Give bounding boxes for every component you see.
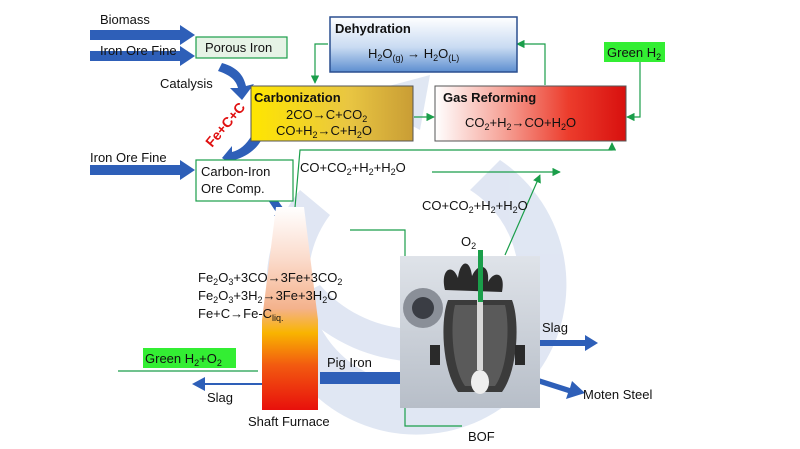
fe-c-c-curve-arrow bbox=[222, 135, 262, 166]
dehydration-equation: H2O(g) → H2O(L) bbox=[368, 46, 459, 63]
gas-reforming-title: Gas Reforming bbox=[443, 90, 536, 105]
iron-ore-fine-top-arrow bbox=[90, 46, 195, 66]
iron-ore-fine-mid-label: Iron Ore Fine bbox=[90, 150, 167, 165]
gas-to-dehydration-line bbox=[516, 39, 546, 85]
slag-left-label: Slag bbox=[207, 390, 233, 405]
furnace-eq1: Fe2O3+3CO→3Fe+3CO2 bbox=[198, 270, 342, 287]
porous-iron-box bbox=[195, 36, 288, 59]
fe-c-c-label: Fe+C+C bbox=[202, 99, 248, 150]
catalysis-curve-arrow bbox=[218, 63, 254, 100]
dehydration-title: Dehydration bbox=[335, 21, 411, 36]
pig-iron-arrow bbox=[320, 364, 458, 392]
shaft-furnace-body bbox=[262, 207, 318, 410]
furnace-offgas-line bbox=[291, 142, 617, 243]
gas-mix-label-1: CO+CO2+H2+H2O bbox=[300, 160, 406, 177]
carbon-iron-box bbox=[195, 159, 294, 202]
gas-reforming-eq: CO2+H2→CO+H2O bbox=[465, 115, 576, 132]
carbonization-eq2: CO+H2→C+H2O bbox=[276, 123, 372, 140]
green-h2-top-bg bbox=[604, 42, 665, 62]
o2-label: O2 bbox=[461, 234, 476, 251]
furnace-eq2: Fe2O3+3H2→3Fe+3H2O bbox=[198, 288, 337, 305]
dehydration-to-carbonization-line bbox=[310, 43, 328, 84]
iron-ore-fine-top-label: Iron Ore Fine bbox=[100, 43, 177, 58]
gas-reforming-box bbox=[434, 85, 627, 142]
moten-steel-label: Moten Steel bbox=[583, 387, 652, 402]
biomass-arrow bbox=[90, 25, 195, 45]
green-h2-to-gas-line bbox=[626, 62, 641, 122]
green-h2-bottom-label: Green H2+O2 bbox=[145, 351, 222, 368]
catalysis-label: Catalysis bbox=[160, 76, 213, 91]
bof-label: BOF bbox=[468, 429, 495, 444]
green-h2-top-label: Green H2 bbox=[607, 45, 661, 62]
slag-right-arrow bbox=[520, 335, 598, 351]
porous-iron-label: Porous Iron bbox=[205, 40, 272, 55]
gas-flow-lines bbox=[118, 39, 641, 427]
green-h2-bottom-bg bbox=[143, 348, 236, 368]
carbon-iron-line2: Ore Comp. bbox=[201, 181, 265, 196]
dehydration-box bbox=[329, 16, 518, 73]
slag-right-label: Slag bbox=[542, 320, 568, 335]
gas-mix-label-2: CO+CO2+H2+H2O bbox=[422, 198, 528, 215]
bof-vessel-illustration bbox=[400, 250, 540, 408]
pig-iron-label: Pig Iron bbox=[327, 355, 372, 370]
carbon-iron-line1: Carbon-Iron bbox=[201, 164, 270, 179]
biomass-label: Biomass bbox=[100, 12, 150, 27]
carbonization-title: Carbonization bbox=[254, 90, 341, 105]
carbonization-box bbox=[250, 85, 414, 142]
slag-left-arrow bbox=[192, 377, 263, 391]
carbonization-eq1: 2CO→C+CO2 bbox=[286, 107, 367, 124]
furnace-eq3: Fe+C→Fe-Cliq. bbox=[198, 306, 284, 323]
shaft-furnace-label: Shaft Furnace bbox=[248, 414, 330, 429]
bof-offgas-diag bbox=[504, 174, 541, 256]
iron-ore-fine-mid-arrow bbox=[90, 160, 195, 180]
